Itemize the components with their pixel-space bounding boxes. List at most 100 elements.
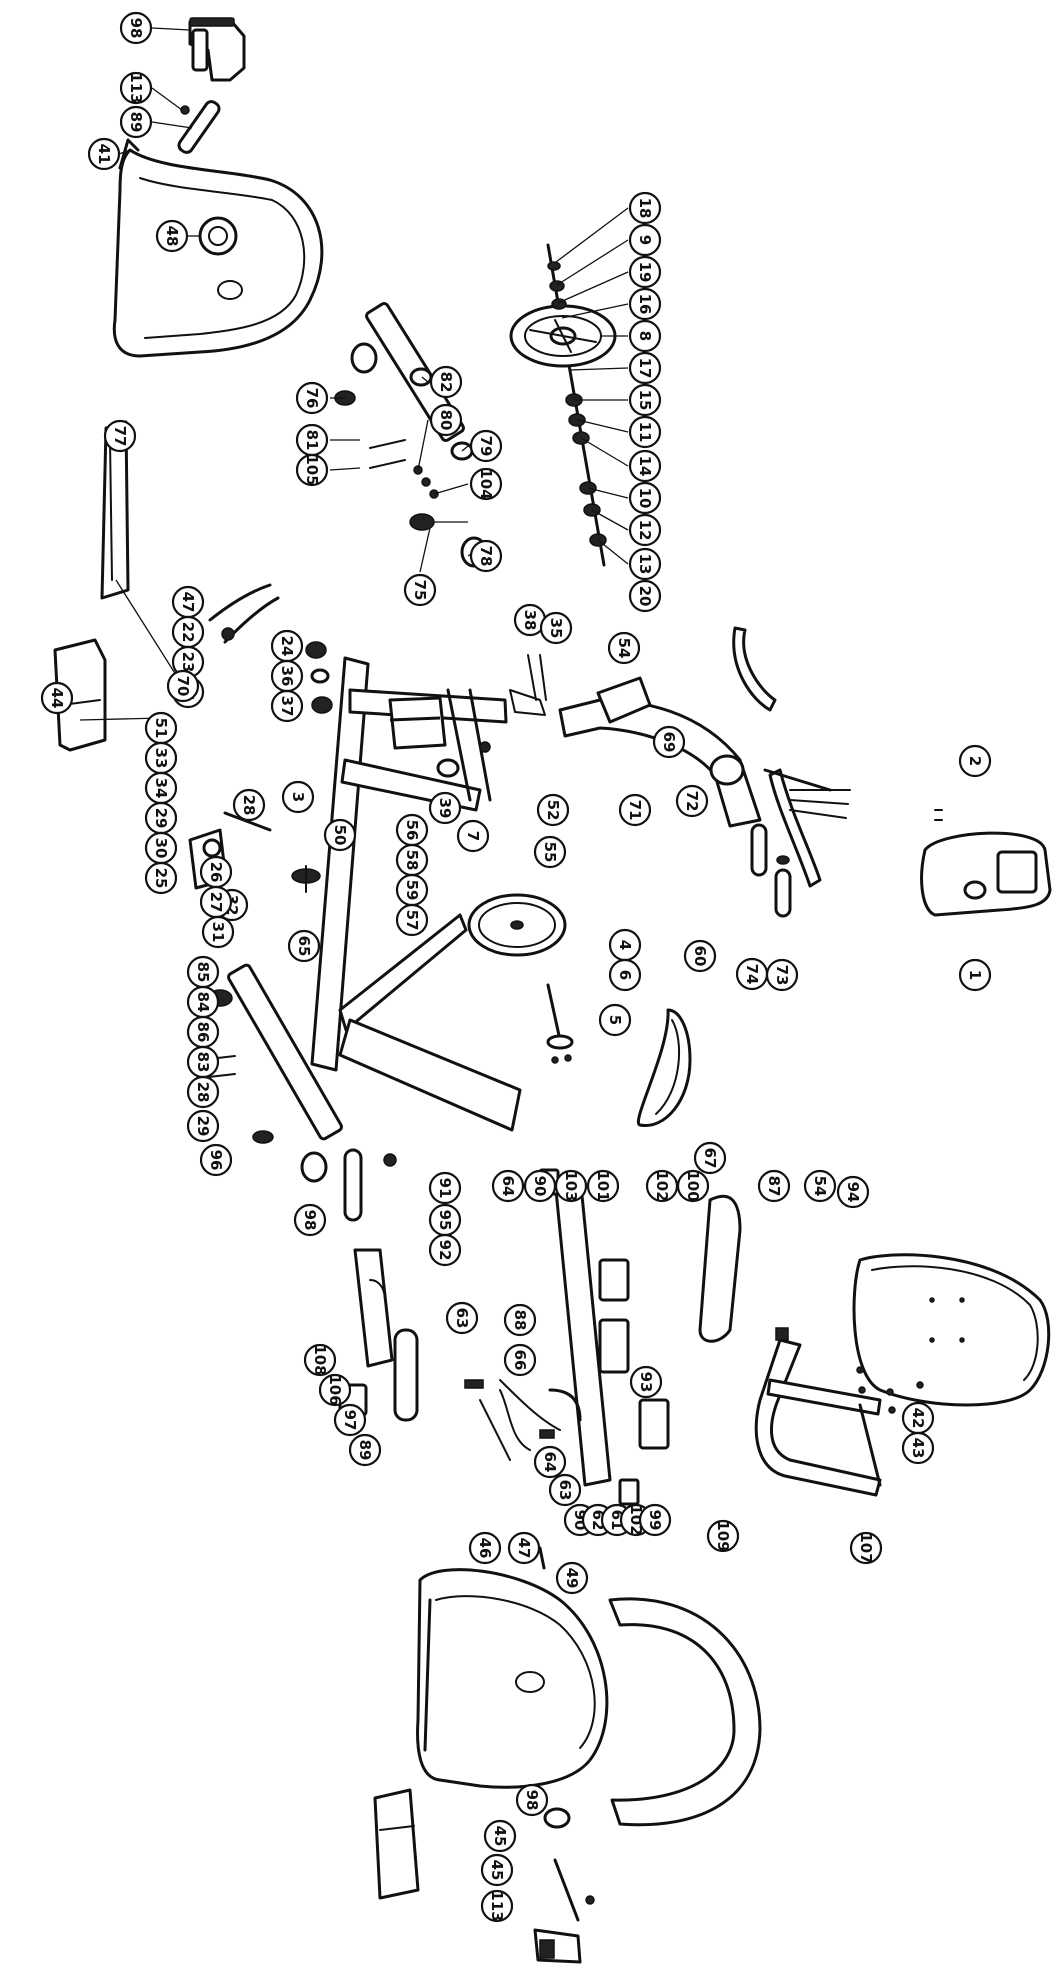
callout-label: 65 bbox=[295, 936, 313, 957]
callout-circle bbox=[693, 1141, 727, 1175]
callout-label: 78 bbox=[477, 546, 495, 567]
callout-label: 64 bbox=[499, 1176, 517, 1197]
callout-85: 85 bbox=[186, 955, 220, 989]
callout-label: 71 bbox=[626, 800, 644, 821]
callout-label: 100 bbox=[684, 1170, 702, 1201]
callout-label: 74 bbox=[743, 964, 761, 985]
callout-label: 89 bbox=[356, 1440, 374, 1461]
callout-label: 28 bbox=[240, 795, 258, 816]
callout-label: 38 bbox=[521, 610, 539, 631]
seat-rail-part bbox=[538, 1168, 742, 1506]
callout-label: 45 bbox=[491, 1826, 509, 1847]
curved-cover-part bbox=[608, 1597, 762, 1827]
callout-label: 98 bbox=[127, 18, 145, 39]
callout-label: 4 bbox=[616, 940, 634, 950]
callout-label: 99 bbox=[646, 1510, 664, 1531]
callout-47: 47 bbox=[507, 1531, 541, 1565]
callout-46: 46 bbox=[468, 1531, 502, 1565]
callout-103: 103 bbox=[554, 1169, 588, 1203]
callout-label: 35 bbox=[547, 618, 565, 639]
callout-label: 47 bbox=[515, 1538, 533, 1559]
callout-circle bbox=[103, 419, 137, 453]
callout-circle bbox=[628, 191, 662, 225]
callout-circle bbox=[533, 1445, 567, 1479]
callout-label: 50 bbox=[331, 825, 349, 846]
callout-15: 15 bbox=[628, 383, 662, 417]
callout-label: 108 bbox=[311, 1344, 329, 1375]
callout-67: 67 bbox=[693, 1141, 727, 1175]
callout-label: 59 bbox=[403, 880, 421, 901]
callout-26: 26 bbox=[199, 855, 233, 889]
callout-label: 102 bbox=[653, 1170, 671, 1201]
callout-9: 9 bbox=[628, 223, 662, 257]
callout-circle bbox=[303, 1343, 337, 1377]
callout-label: 17 bbox=[636, 358, 654, 379]
callout-70: 70 bbox=[166, 669, 200, 703]
callout-86: 86 bbox=[186, 1015, 220, 1049]
callout-circle bbox=[628, 547, 662, 581]
grip-tubes-part bbox=[750, 823, 792, 918]
callout-circle bbox=[468, 1531, 502, 1565]
callout-47: 47 bbox=[171, 585, 205, 619]
flywheel-axle-parts bbox=[509, 243, 617, 567]
callout-circle bbox=[40, 681, 74, 715]
callout-5: 5 bbox=[598, 1003, 632, 1037]
callout-63: 63 bbox=[548, 1473, 582, 1507]
callout-label: 46 bbox=[476, 1538, 494, 1559]
callout-84: 84 bbox=[186, 985, 220, 1019]
callout-33: 33 bbox=[144, 741, 178, 775]
callout-circle bbox=[119, 71, 153, 105]
callout-label: 24 bbox=[278, 636, 296, 657]
callout-20: 20 bbox=[628, 579, 662, 613]
callout-circle bbox=[445, 1301, 479, 1335]
callout-101: 101 bbox=[586, 1169, 620, 1203]
callout-circle bbox=[428, 1171, 462, 1205]
callout-label: 93 bbox=[637, 1372, 655, 1393]
callout-97: 97 bbox=[333, 1403, 367, 1437]
callout-label: 58 bbox=[403, 850, 421, 871]
callout-83: 83 bbox=[186, 1045, 220, 1079]
seat-cushion-part bbox=[852, 1253, 1051, 1407]
callout-circle bbox=[598, 1003, 632, 1037]
callout-circle bbox=[628, 255, 662, 289]
callout-66: 66 bbox=[503, 1343, 537, 1377]
callout-label: 97 bbox=[341, 1410, 359, 1431]
callout-90: 90 bbox=[523, 1169, 557, 1203]
callout-59: 59 bbox=[395, 873, 429, 907]
callout-circle bbox=[480, 1889, 514, 1923]
callout-circle bbox=[232, 788, 266, 822]
callout-label: 80 bbox=[437, 410, 455, 431]
upper-frame-cover-part bbox=[100, 420, 130, 600]
callout-6: 6 bbox=[608, 958, 642, 992]
callout-28: 28 bbox=[232, 788, 266, 822]
callout-100: 100 bbox=[676, 1169, 710, 1203]
callout-layer: 9811389414818919168171511141012132076828… bbox=[40, 11, 992, 1923]
callout-label: 85 bbox=[194, 962, 212, 983]
callout-circle bbox=[706, 1519, 740, 1553]
callout-91: 91 bbox=[428, 1171, 462, 1205]
callout-89: 89 bbox=[348, 1433, 382, 1467]
callout-circle bbox=[270, 689, 304, 723]
callout-circle bbox=[675, 784, 709, 818]
callout-circle bbox=[836, 1175, 870, 1209]
callout-81: 81 bbox=[295, 423, 329, 457]
callout-circle bbox=[676, 1169, 710, 1203]
callout-circle bbox=[293, 1203, 327, 1237]
callout-circle bbox=[628, 449, 662, 483]
callout-circle bbox=[323, 818, 357, 852]
callout-label: 23 bbox=[179, 652, 197, 673]
callout-label: 6 bbox=[616, 970, 634, 980]
callout-label: 19 bbox=[636, 262, 654, 283]
callout-label: 1 bbox=[966, 970, 984, 980]
callout-41: 41 bbox=[87, 137, 121, 171]
callout-circle bbox=[958, 958, 992, 992]
callout-label: 107 bbox=[857, 1532, 875, 1563]
callout-74: 74 bbox=[735, 957, 769, 991]
callout-43: 43 bbox=[901, 1431, 935, 1465]
callout-23: 23 bbox=[171, 645, 205, 679]
callout-label: 77 bbox=[111, 426, 129, 447]
callout-98: 98 bbox=[293, 1203, 327, 1237]
callout-circle bbox=[166, 669, 200, 703]
callout-label: 60 bbox=[691, 946, 709, 967]
